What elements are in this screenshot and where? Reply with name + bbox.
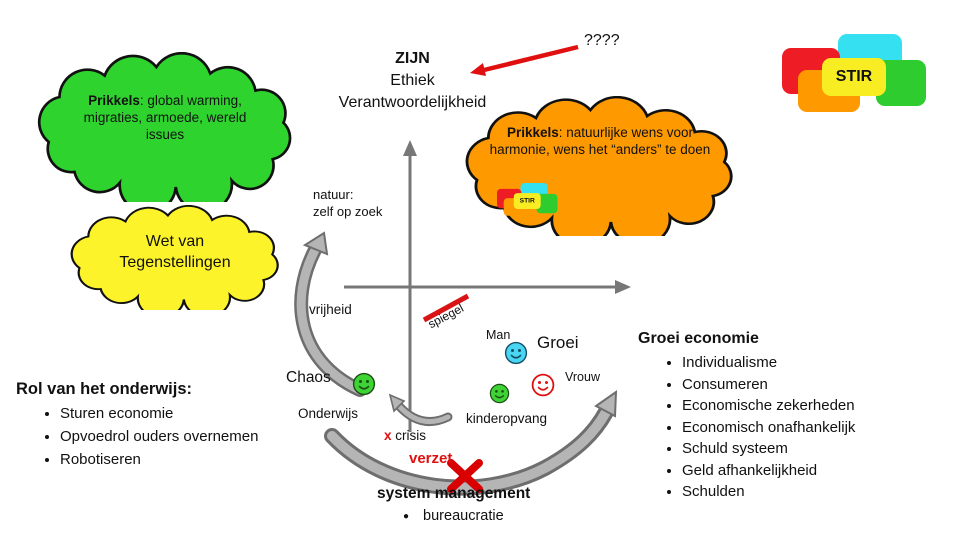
- list-item: Sturen economie: [60, 405, 326, 422]
- list-item: Schulden: [682, 483, 938, 500]
- cloud-shape: [37, 52, 292, 202]
- crisis-x-label: x: [384, 428, 392, 443]
- rol-onderwijs-list: Rol van het onderwijs: Sturen economie O…: [16, 380, 326, 474]
- kinderopvang-label: kinderopvang: [466, 411, 548, 426]
- stir-logo-green-block: [536, 193, 558, 214]
- cloud-orange-text-bold: Prikkels: [506, 125, 559, 140]
- horizontal-axis-arrowhead: [615, 280, 631, 294]
- cloud-yellow-path: [70, 205, 279, 310]
- rol-onderwijs-items: Sturen economie Opvoedrol ouders overnem…: [16, 405, 326, 468]
- cloud-green-prikkels: Prikkels: global warming, migraties, arm…: [25, 52, 305, 202]
- bureaucratie-item: ● bureaucratie: [403, 508, 504, 524]
- stir-logo-small: STIR: [497, 183, 558, 216]
- vrouw-label: Vrouw: [565, 370, 600, 384]
- bureaucratie-label: bureaucratie: [423, 508, 504, 524]
- cloud-orange-text: Prikkels: natuurlijke wens voor harmonie…: [484, 124, 716, 158]
- natuur-label: natuur: zelf op zoek: [313, 187, 383, 219]
- vrijheid-label: vrijheid: [309, 302, 352, 317]
- stir-logo: STIR: [782, 34, 927, 112]
- list-item: Robotiseren: [60, 451, 326, 468]
- man-label: Man: [486, 328, 511, 342]
- crisis-label: x crisis: [384, 428, 426, 443]
- list-item: Geld afhankelijkheid: [682, 462, 938, 479]
- groei-label: Groei: [537, 333, 579, 352]
- smiley-vrouw-icon: [531, 373, 555, 402]
- groei-economie-items: Individualisme Consumeren Economische ze…: [638, 354, 938, 500]
- cloud-green-text: Prikkels: global warming, migraties, arm…: [70, 92, 260, 143]
- vertical-axis-arrowhead: [403, 140, 417, 156]
- groei-economie-list: Groei economie Individualisme Consumeren…: [638, 330, 938, 505]
- swoosh-arrowhead: [594, 390, 618, 418]
- list-item: Opvoedrol ouders overnemen: [60, 428, 326, 445]
- zijn-label: ZIJN: [395, 50, 430, 67]
- verzet-label: verzet: [409, 450, 453, 467]
- ethiek-label: Ethiek: [390, 72, 435, 89]
- cloud-green-text-bold: Prikkels: [88, 93, 140, 108]
- stir-logo-label: STIR: [822, 58, 886, 96]
- list-item: Schuld systeem: [682, 440, 938, 457]
- crisis-text-label: crisis: [395, 428, 427, 443]
- groei-economie-title: Groei economie: [638, 330, 759, 347]
- cloud-yellow-text: Wet van Tegenstellingen: [100, 231, 250, 273]
- crisis-curve-outline: [394, 401, 453, 427]
- list-item: Consumeren: [682, 376, 938, 393]
- rol-onderwijs-title: Rol van het onderwijs:: [16, 380, 193, 398]
- question-marks-label: ????: [584, 32, 620, 49]
- crisis-curve-arrow: [396, 403, 451, 425]
- smiley-man-icon: [504, 341, 528, 370]
- list-item: Individualisme: [682, 354, 938, 371]
- zijn-title-block: ZIJN Ethiek Verantwoordelijkheid: [320, 48, 505, 114]
- list-item: Economische zekerheden: [682, 397, 938, 414]
- smiley-kinderopvang-icon: [489, 383, 510, 409]
- cloud-orange-text-rest: : natuurlijke wens voor harmonie, wens h…: [489, 125, 711, 157]
- smiley-chaos-icon: [352, 372, 376, 401]
- cloud-yellow-text-span: Wet van Tegenstellingen: [119, 233, 231, 271]
- cloud-shape: [70, 205, 279, 310]
- list-item: Economisch onafhankelijk: [682, 419, 938, 436]
- stir-logo-small-label: STIR: [513, 193, 541, 210]
- cloud-yellow-wet-van: Wet van Tegenstellingen: [60, 205, 290, 310]
- cloud-green-text-rest: : global warming, migraties, armoede, we…: [83, 93, 247, 142]
- crisis-curve-arrowhead: [388, 393, 406, 413]
- verantwoordelijkheid-label: Verantwoordelijkheid: [338, 94, 487, 111]
- spiegel-label: spiegel: [425, 300, 466, 332]
- cloud-green-path: [37, 52, 292, 202]
- freedom-curve-arrowhead: [302, 231, 329, 256]
- bullet-icon: ●: [403, 510, 410, 522]
- system-management-label: system management: [377, 485, 531, 502]
